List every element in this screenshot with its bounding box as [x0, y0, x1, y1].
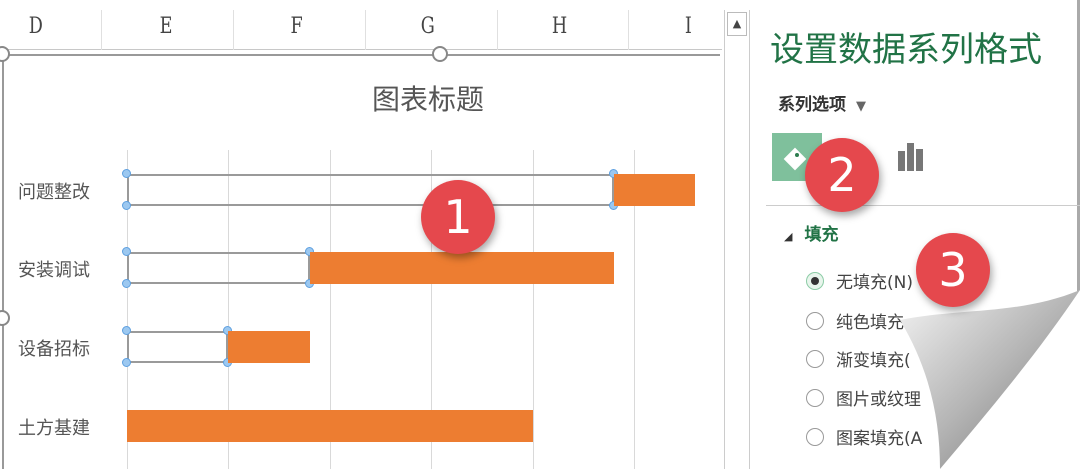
step-badge-3: 3 — [916, 233, 990, 307]
radio-label: 渐变填充( — [836, 351, 911, 371]
selection-handle[interactable] — [122, 247, 131, 256]
category-label: 问题整改 — [18, 182, 90, 203]
duration-bar[interactable] — [228, 331, 310, 363]
pane-title: 设置数据系列格式 — [770, 30, 1042, 70]
collapse-icon: ◢ — [784, 230, 793, 243]
duration-bar[interactable] — [127, 410, 533, 442]
step-badge-1: 1 — [421, 180, 495, 254]
vertical-scrollbar[interactable]: ▲ — [724, 10, 750, 469]
radio-no-fill[interactable]: 无填充(N) — [806, 268, 913, 293]
series-options-dropdown[interactable]: 系列选项 ▼ — [778, 90, 866, 115]
selection-handle[interactable] — [122, 279, 131, 288]
chevron-down-icon: ▼ — [856, 99, 866, 114]
column-header-e[interactable]: E — [159, 14, 173, 39]
radio-icon — [806, 271, 824, 290]
radio-pattern-fill[interactable]: 图案填充(A — [806, 424, 922, 449]
category-label: 土方基建 — [18, 418, 90, 439]
radio-icon — [806, 349, 824, 368]
step-badge-2: 2 — [805, 138, 879, 212]
gridline — [228, 150, 230, 469]
radio-picture-fill[interactable]: 图片或纹理 — [806, 385, 921, 410]
selection-handle[interactable] — [608, 169, 618, 178]
radio-solid-fill[interactable]: 纯色填充 — [806, 308, 904, 333]
divider — [497, 10, 498, 50]
fill-section-header[interactable]: ◢ 填充 — [784, 220, 838, 245]
divider — [233, 10, 234, 50]
column-header-h[interactable]: H — [551, 14, 568, 39]
column-header-f[interactable]: F — [290, 14, 303, 39]
chart-title[interactable]: 图表标题 — [372, 83, 485, 116]
bar-chart-icon — [898, 143, 923, 171]
scroll-up-icon[interactable]: ▲ — [727, 12, 747, 36]
page-curl — [900, 290, 1080, 469]
chart-area[interactable] — [2, 54, 720, 469]
gridline — [532, 150, 534, 469]
divider — [766, 205, 1080, 206]
selection-handle[interactable] — [122, 201, 131, 210]
fill-section-label: 填充 — [804, 225, 839, 245]
divider — [101, 10, 102, 50]
selection-handle[interactable] — [304, 247, 314, 256]
category-label: 设备招标 — [18, 339, 90, 360]
divider — [365, 10, 366, 50]
radio-gradient-fill[interactable]: 渐变填充( — [806, 346, 911, 371]
resize-handle[interactable] — [432, 46, 448, 62]
column-headers: D E F G H I — [0, 0, 722, 50]
series-options-tab[interactable] — [888, 133, 938, 181]
selection-handle[interactable] — [122, 169, 131, 178]
gridline — [634, 150, 635, 469]
series-options-label: 系列选项 — [778, 95, 846, 115]
gridline — [431, 150, 433, 469]
selection-handle[interactable] — [122, 358, 131, 367]
column-header-d[interactable]: D — [28, 14, 43, 39]
radio-label: 图片或纹理 — [836, 390, 921, 410]
gridline — [127, 150, 128, 469]
duration-bar[interactable] — [309, 252, 614, 284]
category-label: 安装调试 — [18, 260, 90, 281]
invisible-series-bar[interactable] — [127, 174, 614, 206]
invisible-series-bar[interactable] — [127, 252, 310, 284]
column-header-i[interactable]: I — [684, 14, 692, 39]
resize-handle[interactable] — [0, 310, 10, 326]
selection-handle[interactable] — [223, 326, 233, 335]
invisible-series-bar[interactable] — [127, 331, 229, 363]
radio-icon — [806, 311, 824, 330]
gridline — [329, 150, 331, 469]
radio-label: 纯色填充 — [836, 313, 904, 333]
radio-label: 图案填充(A — [836, 429, 923, 449]
selection-handle[interactable] — [122, 326, 131, 335]
resize-handle[interactable] — [0, 46, 10, 62]
duration-bar[interactable] — [613, 174, 695, 206]
column-header-g[interactable]: G — [420, 14, 435, 39]
divider — [628, 10, 629, 50]
paint-bucket-icon — [783, 147, 807, 171]
radio-label: 无填充(N) — [836, 273, 913, 293]
radio-icon — [806, 427, 824, 446]
radio-icon — [806, 388, 824, 407]
